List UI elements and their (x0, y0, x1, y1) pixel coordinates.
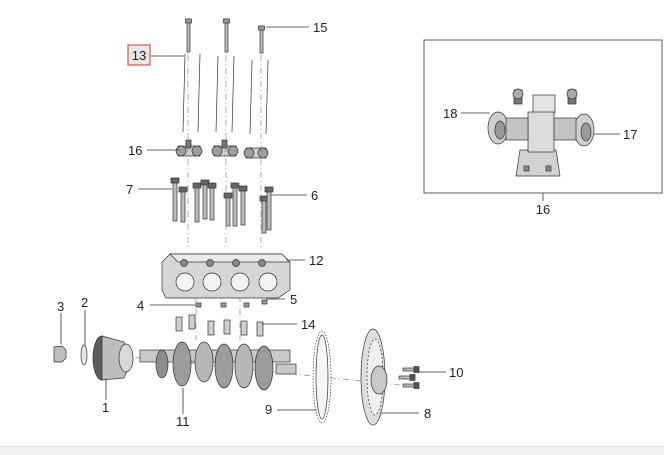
cylinder-head-bolts (185, 18, 265, 54)
callout-5[interactable]: 5 (290, 292, 297, 307)
valve-plugs (195, 299, 268, 308)
highlight-box-13 (127, 44, 151, 66)
rocker-assembly-3 (243, 147, 269, 159)
rocker-arm-assemblies (175, 139, 269, 159)
pulley-washer (80, 344, 88, 366)
callout-4[interactable]: 4 (137, 298, 144, 313)
assembly-axis-lines (109, 55, 401, 386)
rocker-assembly-detail (487, 88, 595, 177)
callout-9[interactable]: 9 (265, 402, 272, 417)
rocker-assembly-2 (211, 139, 239, 157)
callout-16[interactable]: 16 (128, 143, 142, 158)
callout-16-inset[interactable]: 16 (536, 202, 550, 217)
callout-2[interactable]: 2 (81, 295, 88, 310)
flywheel (360, 328, 388, 426)
callout-11[interactable]: 11 (176, 414, 190, 429)
callout-14[interactable]: 14 (301, 317, 315, 332)
crankshaft (139, 341, 297, 391)
bottom-scroll-strip (0, 446, 664, 455)
flywheel-bolts (398, 366, 420, 389)
rocker-assembly-1 (175, 139, 203, 157)
callout-12[interactable]: 12 (309, 253, 323, 268)
callout-6[interactable]: 6 (311, 188, 318, 203)
inset-detail-frame (423, 39, 663, 194)
valve-tappets (175, 314, 264, 337)
callout-labels: 13 15 16 7 6 12 4 5 14 3 2 1 11 9 8 10 1… (57, 20, 637, 429)
pulley-nut (53, 345, 67, 363)
crankshaft-pulley (92, 335, 134, 381)
short-bolts-left (170, 177, 217, 223)
callout-3[interactable]: 3 (57, 299, 64, 314)
callout-7[interactable]: 7 (126, 182, 133, 197)
leader-lines (60, 26, 620, 414)
short-bolts-right (223, 182, 274, 234)
callout-15[interactable]: 15 (313, 20, 327, 35)
cylinder-head (161, 253, 291, 299)
flywheel-ring-gear (312, 330, 332, 424)
callout-18[interactable]: 18 (443, 106, 457, 121)
callout-13[interactable]: 13 (132, 48, 146, 63)
callout-17[interactable]: 17 (623, 127, 637, 142)
callout-10[interactable]: 10 (449, 365, 463, 380)
callout-8[interactable]: 8 (424, 406, 431, 421)
push-rods (182, 53, 269, 135)
callout-1[interactable]: 1 (102, 400, 109, 415)
